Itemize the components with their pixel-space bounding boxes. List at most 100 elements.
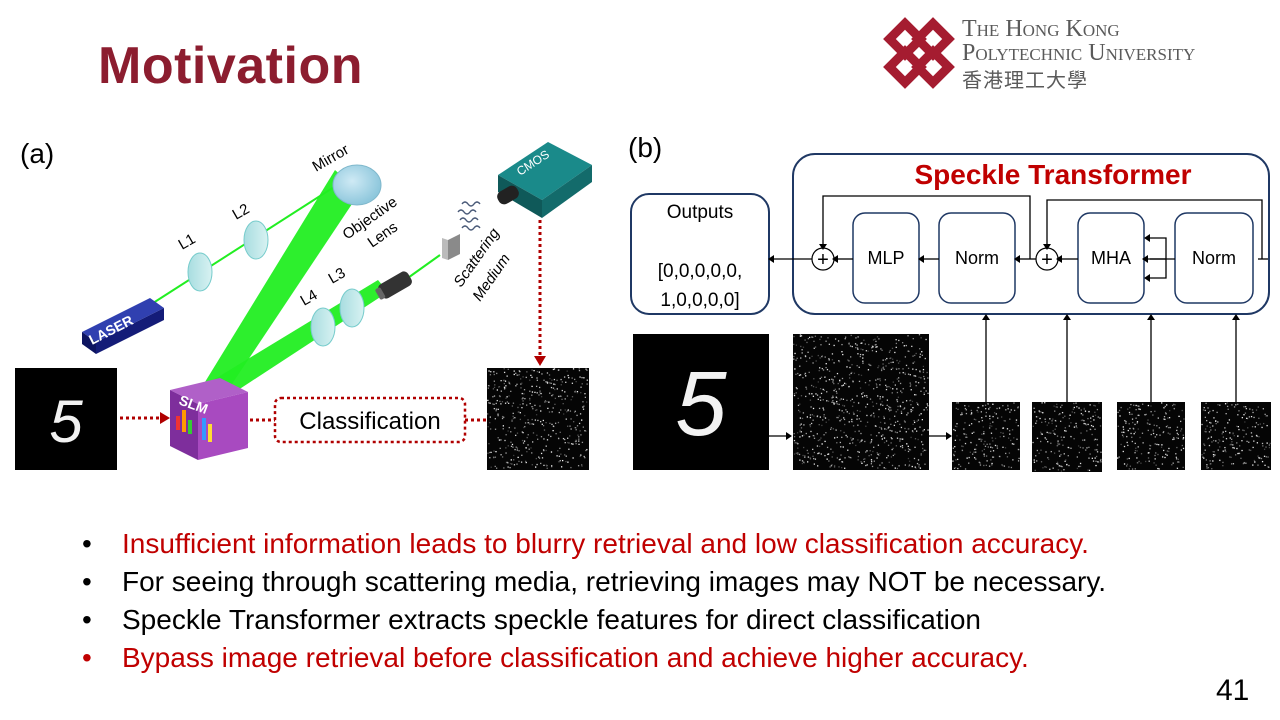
speckle-dot: [1229, 456, 1231, 458]
speckle-dot: [585, 449, 587, 452]
speckle-dot: [896, 400, 899, 403]
speckle-dot: [913, 421, 916, 424]
speckle-dot: [532, 408, 534, 410]
speckle-dot: [569, 435, 571, 437]
speckle-dot: [1182, 447, 1185, 450]
speckle-dot: [831, 397, 833, 399]
speckle-dot: [971, 432, 973, 434]
speckle-dot: [500, 454, 502, 456]
speckle-dot: [916, 402, 918, 404]
speckle-dot: [804, 455, 806, 457]
speckle-dot: [914, 446, 916, 448]
speckle-dot: [969, 451, 971, 453]
speckle-dot: [870, 459, 873, 461]
speckle-dot: [882, 404, 884, 407]
speckle-dot: [910, 410, 912, 413]
speckle-dot: [487, 384, 490, 387]
speckle-dot: [922, 365, 925, 368]
speckle-dot: [528, 448, 530, 450]
speckle-dot: [983, 433, 985, 435]
speckle-dot: [584, 393, 586, 395]
speckle-dot: [505, 461, 508, 464]
speckle-dot: [1099, 417, 1101, 419]
speckle-dot: [1057, 444, 1059, 446]
speckle-dot: [953, 453, 955, 456]
speckle-dot: [901, 438, 904, 440]
speckle-dot: [865, 464, 867, 467]
speckle-dot: [919, 356, 921, 358]
speckle-dot: [530, 374, 532, 377]
speckle-dot: [574, 391, 576, 393]
speckle-dot: [918, 376, 920, 378]
speckle-dot: [914, 438, 917, 440]
speckle-dot: [811, 393, 813, 395]
speckle-dot: [532, 432, 535, 434]
speckle-dot: [558, 411, 560, 414]
speckle-dot: [974, 448, 976, 451]
speckle-dot: [1154, 410, 1156, 412]
speckle-dot: [912, 431, 914, 433]
speckle-dot: [828, 419, 830, 421]
speckle-dot: [568, 448, 570, 450]
speckle-dot: [860, 342, 862, 345]
speckle-dot: [1166, 450, 1169, 452]
speckle-dot: [915, 430, 918, 432]
speckle-dot: [575, 380, 577, 383]
speckle-dot: [927, 392, 929, 395]
speckle-dot: [1168, 450, 1170, 453]
speckle-dot: [1225, 413, 1227, 415]
speckle-dot: [923, 391, 925, 394]
speckle-dot: [850, 400, 852, 402]
speckle-dot: [887, 427, 889, 429]
speckle-dot: [886, 457, 888, 459]
speckle-dot: [1124, 420, 1127, 422]
speckle-dot: [1060, 470, 1063, 472]
speckle-dot: [879, 384, 881, 386]
l4-label: L4: [298, 286, 321, 309]
speckle-dot: [1204, 428, 1207, 430]
speckle-dot: [1233, 435, 1235, 437]
speckle-dot: [1204, 449, 1206, 451]
panel-a-label: (a): [20, 138, 55, 169]
speckle-dot: [868, 455, 870, 457]
outputs-vector-line1: [0,0,0,0,0,: [658, 261, 743, 282]
speckle-dot: [912, 338, 914, 340]
speckle-dot: [567, 374, 569, 377]
speckle-dot: [1147, 452, 1149, 454]
speckle-dot: [911, 409, 914, 412]
speckle-dot: [992, 456, 995, 458]
speckle-dot: [876, 452, 878, 454]
speckle-dot: [1051, 420, 1053, 422]
speckle-dot: [844, 336, 847, 338]
speckle-dot: [869, 442, 872, 444]
speckle-dot: [998, 407, 1001, 409]
speckle-dot: [1122, 450, 1124, 453]
speckle-dot: [958, 463, 960, 466]
speckle-dot: [922, 443, 924, 446]
speckle-dot: [800, 423, 802, 425]
speckle-dot: [914, 427, 916, 430]
speckle-dot: [524, 414, 526, 417]
speckle-dot: [488, 443, 490, 445]
speckle-dot: [926, 409, 928, 411]
speckle-dot: [581, 464, 583, 466]
speckle-dot: [826, 400, 828, 402]
lens-l1-icon: [187, 252, 213, 292]
speckle-dot: [851, 345, 853, 348]
speckle-dot: [1210, 463, 1212, 465]
speckle-dot: [534, 419, 537, 421]
speckle-dot: [551, 411, 553, 413]
speckle-dot: [502, 428, 504, 430]
speckle-dot: [975, 419, 977, 421]
speckle-dot: [891, 430, 893, 432]
speckle-dot: [497, 437, 499, 439]
speckle-dot: [869, 364, 871, 366]
speckle-dot: [1175, 456, 1178, 458]
speckle-patch-3: [1117, 402, 1185, 470]
speckle-dot: [494, 384, 496, 386]
speckle-dot: [507, 445, 509, 447]
speckle-dot: [1068, 447, 1070, 449]
speckle-dot: [1013, 409, 1016, 412]
speckle-dot: [1241, 440, 1243, 442]
speckle-dot: [857, 439, 859, 441]
